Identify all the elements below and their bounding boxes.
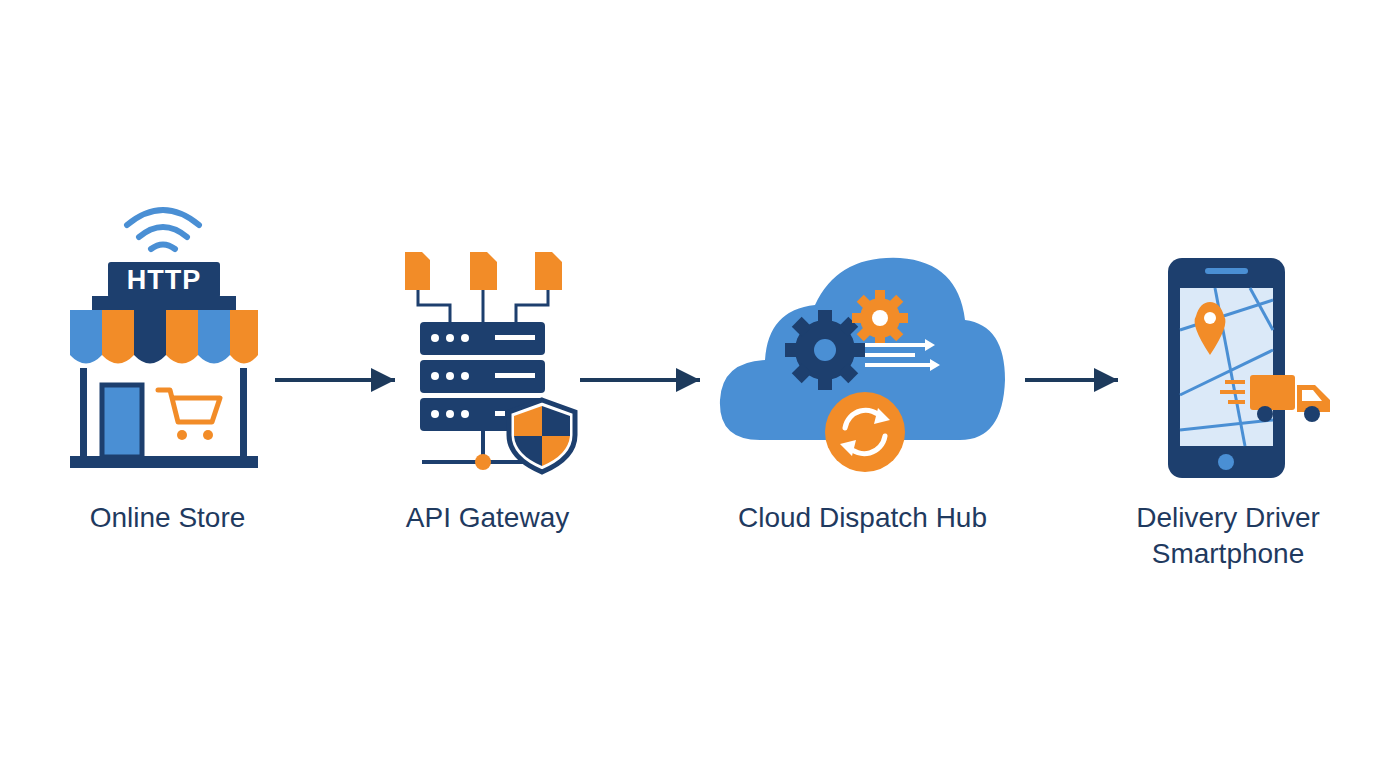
phone-icon	[1168, 258, 1330, 478]
step-label: Cloud Dispatch Hub	[700, 500, 1025, 536]
sign-text: HTTP	[108, 265, 220, 295]
flow-step: Cloud Dispatch Hub	[700, 200, 1025, 570]
flow-arrow	[1025, 378, 1118, 382]
flow-arrow	[275, 378, 395, 382]
cloud-icon	[720, 258, 1005, 472]
store-icon	[70, 210, 258, 468]
flow-arrow	[580, 378, 700, 382]
server-icon	[405, 252, 575, 472]
step-label: API Gateway	[395, 500, 580, 536]
flow-step: API Gateway	[395, 200, 580, 570]
step-label: Online Store	[60, 500, 275, 536]
flow-step: Delivery Driver Smartphone	[1118, 200, 1338, 570]
flow-step: Online Store	[60, 200, 275, 570]
step-label: Delivery Driver Smartphone	[1118, 500, 1338, 572]
